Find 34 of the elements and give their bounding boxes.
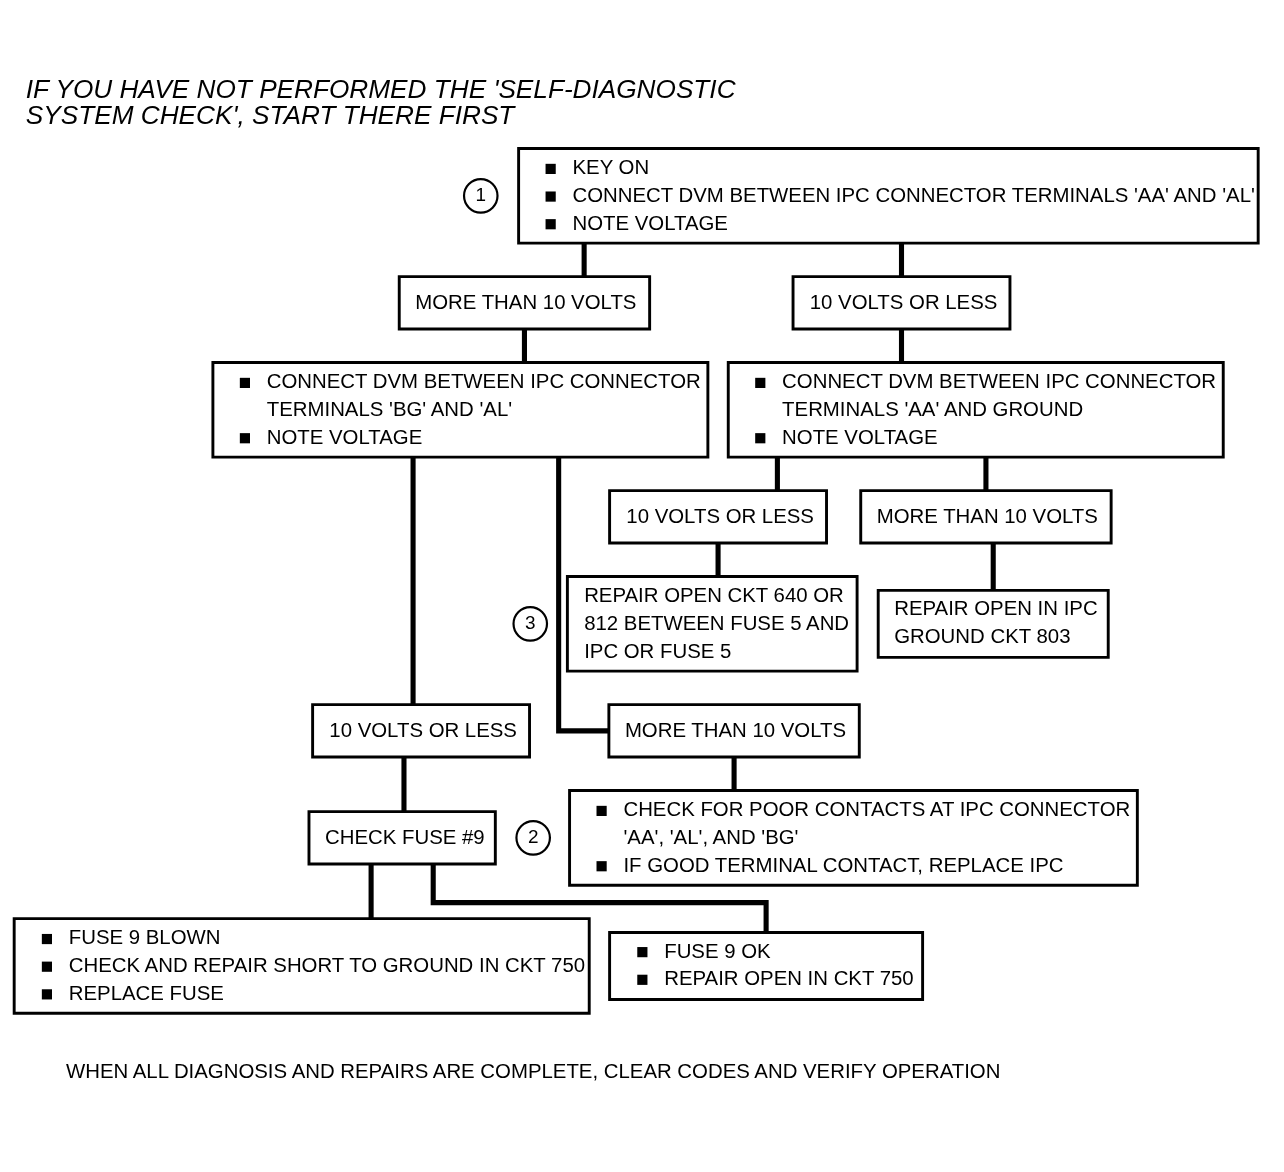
connector <box>410 457 416 705</box>
node-box: 10 VOLTS OR LESS <box>608 489 828 545</box>
node-box: CONNECT DVM BETWEEN IPC CONNECTOR TERMINALS 'BG' AND 'AL' NOTE VOLTAGE <box>211 361 710 459</box>
caption: WHEN ALL DIAGNOSIS AND REPAIRS ARE COMPLETE, CLEAR CODES AND VERIFY OPERATION <box>65 1060 1001 1083</box>
node-box: FUSE 9 BLOWN CHECK AND REPAIR SHORT TO GROUND IN CKT 750 REPLACE FUSE <box>12 917 591 1015</box>
connector <box>983 457 989 491</box>
node-box: MORE THAN 10 VOLTS <box>859 489 1113 545</box>
connector <box>990 543 996 590</box>
connector <box>898 243 905 277</box>
connector <box>774 457 780 491</box>
node-box: CONNECT DVM BETWEEN IPC CONNECTOR TERMINALS 'AA' AND GROUND NOTE VOLTAGE <box>726 361 1225 459</box>
node-box: 10 VOLTS OR LESS <box>791 275 1012 331</box>
connector <box>556 457 609 734</box>
node-label: 2 <box>527 825 539 847</box>
connector <box>898 329 905 363</box>
connector <box>368 864 374 919</box>
diagram-title: IF YOU HAVE NOT PERFORMED THE 'SELF-DIAGNOSTIC SYSTEM CHECK', START THERE FIRST <box>25 74 736 131</box>
node-box: FUSE 9 OK REPAIR OPEN IN CKT 750 <box>608 931 925 1001</box>
node-box: CHECK FUSE #9 <box>307 810 497 866</box>
node-box: MORE THAN 10 VOLTS <box>397 275 652 331</box>
node-label: 1 <box>475 183 487 205</box>
node-label: 3 <box>525 611 536 633</box>
node-box: MORE THAN 10 VOLTS <box>607 703 861 759</box>
connector <box>430 864 769 933</box>
node-box: CHECK FOR POOR CONTACTS AT IPC CONNECTOR 'AA', 'AL', AND 'BG' IF GOOD TERMINAL CONTACT, REPLACE IPC <box>568 789 1139 887</box>
connector <box>715 543 721 577</box>
node-box: 10 VOLTS OR LESS <box>311 703 531 759</box>
connector <box>731 757 737 791</box>
connector <box>521 329 527 363</box>
node-box: KEY ON CONNECT DVM BETWEEN IPC CONNECTOR TERMINALS 'AA' AND 'AL' NOTE VOLTAGE <box>517 147 1260 245</box>
connector <box>401 757 407 812</box>
node-box: REPAIR OPEN CKT 640 OR 812 BETWEEN FUSE 5 AND IPC OR FUSE 5 <box>565 575 859 673</box>
connector <box>581 243 587 277</box>
node-box: REPAIR OPEN IN IPC GROUND CKT 803 <box>876 588 1110 659</box>
